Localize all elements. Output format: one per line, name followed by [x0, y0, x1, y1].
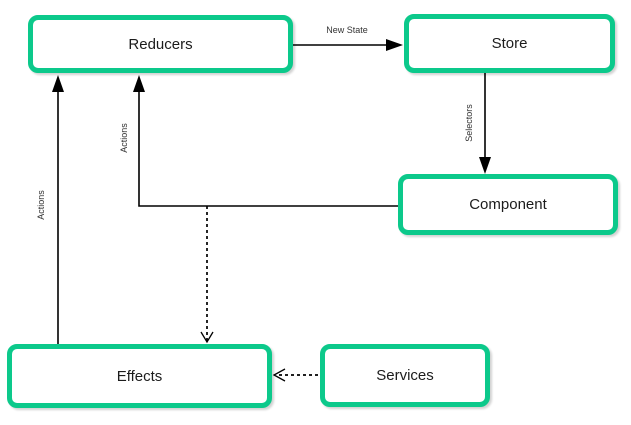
node-component-label: Component — [469, 196, 547, 213]
edge-reducers-to-store — [293, 39, 403, 51]
edge-label-new-state: New State — [325, 25, 369, 35]
arrowhead-solid-up — [52, 75, 64, 92]
node-effects: Effects — [7, 344, 272, 408]
node-services-label: Services — [376, 367, 434, 384]
node-store: Store — [404, 14, 615, 73]
node-component: Component — [398, 174, 618, 235]
arrowhead-open-down — [200, 331, 214, 344]
arrowhead-open-left — [272, 368, 286, 382]
node-reducers-label: Reducers — [128, 35, 193, 53]
arrowhead-solid-up — [133, 75, 145, 92]
edge-label-selectors: Selectors — [464, 103, 474, 143]
arrowhead-solid-right — [386, 39, 403, 51]
node-store-label: Store — [491, 35, 528, 52]
edge-label-actions-effects: Actions — [36, 189, 46, 221]
edge-store-to-component — [479, 73, 491, 174]
edge-label-actions-component: Actions — [119, 122, 129, 154]
arrowhead-solid-down — [479, 157, 491, 174]
edge-component-to-reducers — [133, 75, 398, 207]
edge-component-to-effects — [200, 206, 214, 344]
node-effects-label: Effects — [116, 367, 163, 385]
edge-services-to-effects — [272, 368, 318, 382]
node-services: Services — [320, 344, 490, 407]
edge-effects-to-reducers — [52, 75, 64, 344]
node-reducers: Reducers — [28, 15, 293, 73]
